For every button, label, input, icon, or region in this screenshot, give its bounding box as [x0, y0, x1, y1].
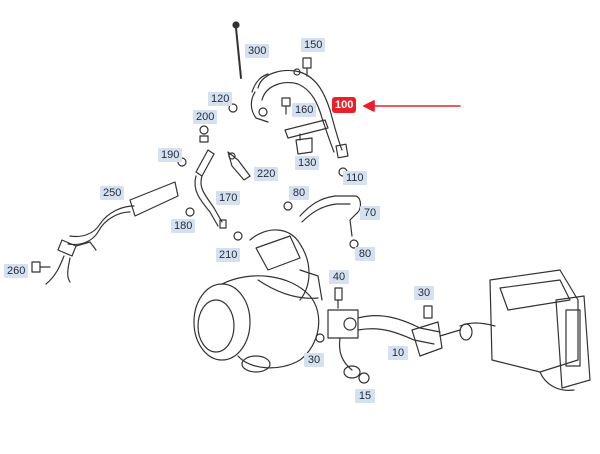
callout-80-lower: 80	[355, 247, 375, 261]
callout-30-right: 30	[414, 286, 434, 300]
callout-180: 180	[171, 219, 196, 233]
callout-70: 70	[360, 206, 380, 220]
highlight-arrow	[363, 100, 461, 112]
dipstick-part	[232, 21, 242, 79]
bolt-40-part	[334, 287, 343, 309]
callout-260: 260	[4, 264, 29, 278]
pipe-10-part	[315, 305, 461, 384]
pipe-170-part	[177, 149, 223, 227]
harness-250-part	[45, 181, 179, 285]
callout-30-left: 30	[304, 353, 324, 367]
oring-120-part	[228, 103, 238, 113]
callout-40: 40	[329, 270, 349, 284]
callout-220: 220	[254, 167, 279, 181]
callout-250: 250	[100, 186, 125, 200]
callout-10: 10	[388, 346, 408, 360]
upper-hose-part	[250, 69, 349, 159]
bolt-210-part	[219, 219, 243, 241]
callout-300: 300	[245, 44, 270, 58]
callout-210: 210	[216, 248, 241, 262]
callout-150: 150	[301, 38, 326, 52]
callout-200: 200	[193, 110, 218, 124]
sensor-260-part	[31, 261, 51, 273]
callout-160: 160	[292, 103, 317, 117]
callout-170: 170	[216, 191, 241, 205]
callout-100-highlighted[interactable]: 100	[332, 97, 357, 113]
callout-110: 110	[343, 171, 367, 185]
callout-190: 190	[158, 148, 183, 162]
callout-15: 15	[355, 389, 375, 403]
callout-130: 130	[295, 156, 320, 170]
clip-220-part	[227, 151, 251, 181]
bracket-130-part	[295, 133, 313, 155]
egr-cooler-part	[459, 269, 591, 391]
washers-200-part	[199, 125, 209, 143]
callout-80-upper: 80	[289, 186, 309, 200]
callout-120: 120	[208, 92, 233, 106]
bolt-150-part	[293, 57, 312, 77]
turbocharger-part	[193, 229, 323, 373]
fitting-160-part	[281, 97, 291, 115]
